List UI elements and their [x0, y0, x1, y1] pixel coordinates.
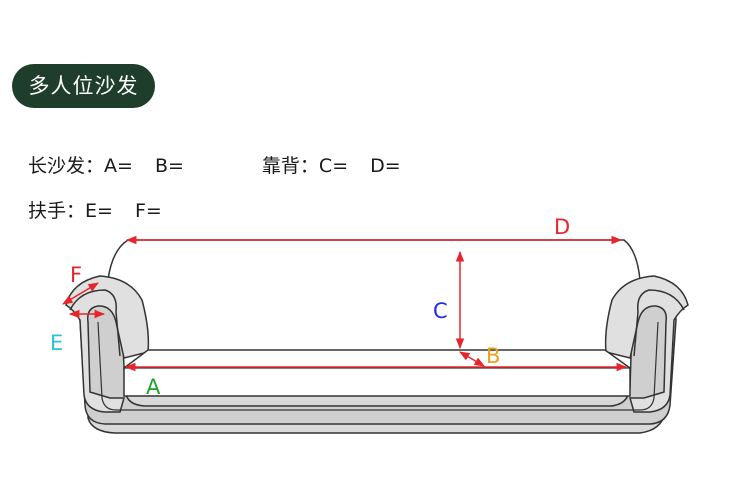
back-label: 靠背：: [261, 155, 319, 177]
label-f: F: [70, 263, 82, 287]
field-e-label: E=: [85, 200, 113, 222]
label-e: E: [50, 331, 63, 355]
label-b: B: [486, 344, 500, 368]
label-d: D: [554, 215, 570, 239]
arm-measure-line: 扶手：E= F=: [28, 196, 162, 223]
sofa-backrest: [107, 239, 641, 353]
field-c-label: C=: [318, 155, 349, 177]
label-c: C: [433, 299, 448, 323]
field-a-label: A=: [104, 155, 133, 177]
field-b-label: B=: [154, 155, 184, 177]
arrow-f: [62, 282, 99, 305]
field-d-label: D=: [370, 155, 401, 177]
sofa-measure-line: 长沙发：A= B= 靠背：C= D=: [28, 151, 401, 178]
field-f-label: F=: [134, 200, 162, 222]
sofa-seat: [123, 349, 631, 397]
label-a: A: [146, 375, 161, 399]
sofa-label: 长沙发：: [28, 155, 105, 177]
title-badge: 多人位沙发: [12, 64, 155, 108]
sofa-frame-inner: [97, 321, 659, 411]
right-arm-roll: [633, 289, 685, 357]
right-armrest: [604, 275, 689, 413]
arm-label: 扶手：: [28, 200, 86, 222]
